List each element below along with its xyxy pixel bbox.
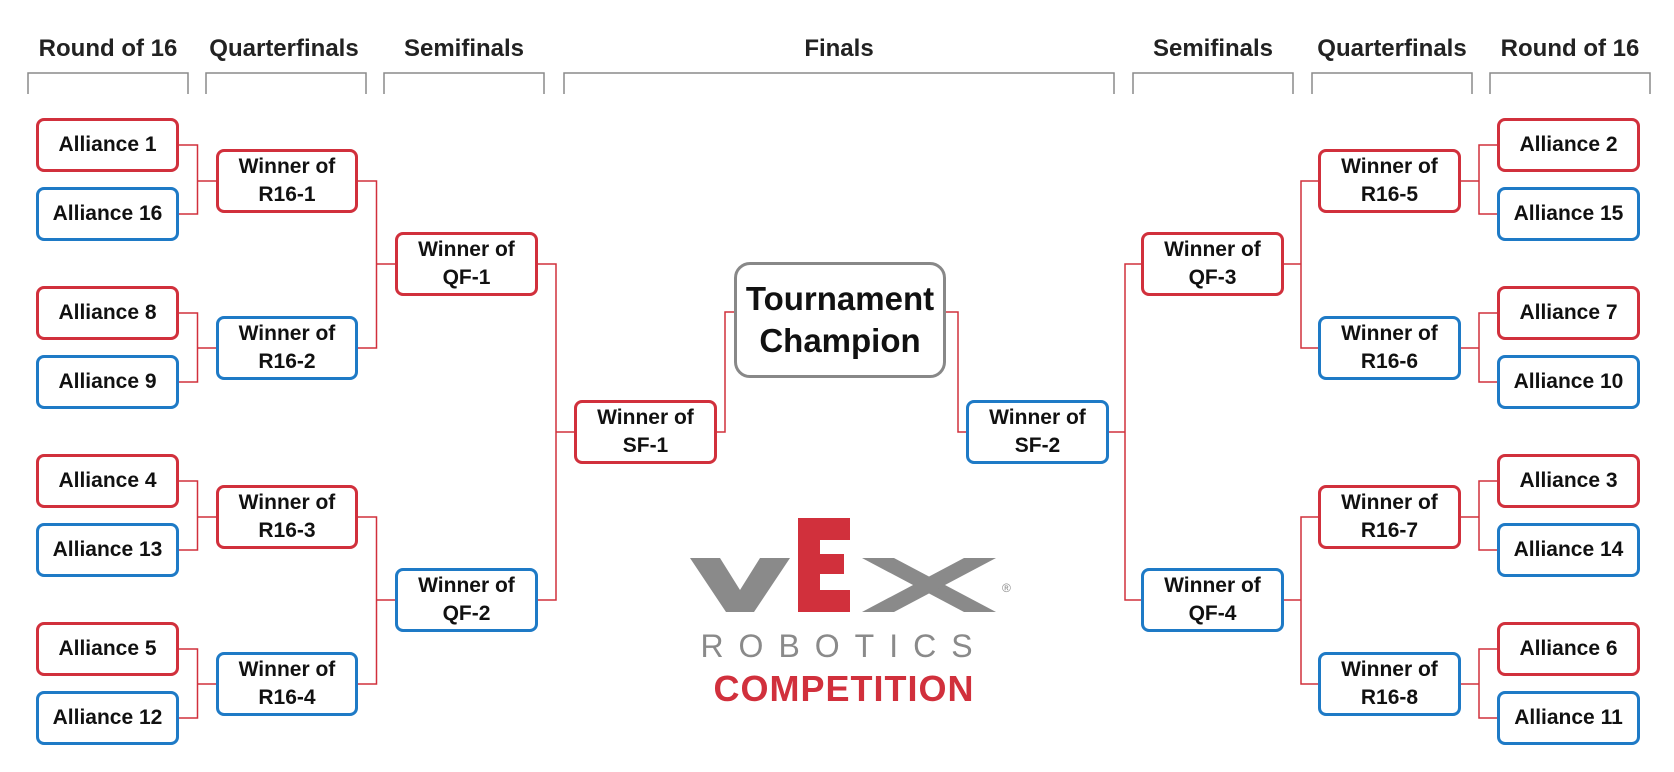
connector-r16-left-3-children [179, 480, 199, 551]
sf-left-slot-2[interactable]: Winner of QF-2 [395, 568, 538, 632]
logo-competition-text: COMPETITION [713, 668, 975, 709]
r16-right-slot-4[interactable]: Alliance 10 [1497, 355, 1640, 409]
header-bracket-3 [383, 72, 545, 94]
connector-sf-left-children [538, 263, 557, 601]
r16-left-slot-8[interactable]: Alliance 12 [36, 691, 179, 745]
header-bracket-5 [1132, 72, 1294, 94]
sf-right-slot-1[interactable]: Winner of QF-3 [1141, 232, 1284, 296]
header-quarterfinals-left: Quarterfinals [209, 35, 359, 62]
r16-right-slot-3[interactable]: Alliance 7 [1497, 286, 1640, 340]
qf-left-slot-2[interactable]: Winner of R16-2 [216, 316, 358, 380]
connector-r16-right-2-children [1478, 312, 1497, 383]
connector-r16-right-1-children [1478, 144, 1497, 215]
r16-left-slot-7[interactable]: Alliance 5 [36, 622, 179, 676]
qf-right-slot-4[interactable]: Winner of R16-8 [1318, 652, 1461, 716]
connector-r16-right-4-children [1478, 648, 1497, 719]
r16-left-slot-1[interactable]: Alliance 1 [36, 118, 179, 172]
r16-right-slot-2[interactable]: Alliance 15 [1497, 187, 1640, 241]
logo-registered-mark: ® [1002, 581, 1011, 595]
header-bracket-1 [27, 72, 189, 94]
connector-qf-left-2-children [358, 516, 378, 685]
r16-left-slot-4[interactable]: Alliance 9 [36, 355, 179, 409]
header-semifinals-left: Semifinals [403, 35, 525, 62]
connector-qf-right-1-children [1300, 180, 1318, 349]
vex-robotics-competition-logo: ® ROBOTICS COMPETITION [676, 500, 1012, 730]
final-left-slot[interactable]: Winner of SF-1 [574, 400, 717, 464]
r16-right-slot-8[interactable]: Alliance 11 [1497, 691, 1640, 745]
r16-right-slot-6[interactable]: Alliance 14 [1497, 523, 1640, 577]
connector-final-left-to-champion [717, 311, 734, 433]
connector-r16-right-3-children [1478, 480, 1497, 551]
connector-r16-left-2-children [179, 312, 199, 383]
header-round-of-16-left: Round of 16 [38, 35, 178, 62]
r16-right-slot-5[interactable]: Alliance 3 [1497, 454, 1640, 508]
header-bracket-2 [205, 72, 367, 94]
qf-left-slot-3[interactable]: Winner of R16-3 [216, 485, 358, 549]
connector-r16-left-1-children [179, 144, 199, 215]
connector-r16-left-4-children [179, 648, 199, 719]
logo-letter-v [690, 558, 790, 612]
r16-left-slot-6[interactable]: Alliance 13 [36, 523, 179, 577]
r16-left-slot-2[interactable]: Alliance 16 [36, 187, 179, 241]
connector-final-right-to-champion [946, 311, 966, 433]
header-semifinals-right: Semifinals [1152, 35, 1274, 62]
header-bracket-7 [1489, 72, 1651, 94]
vex-logo-mark: ® [690, 518, 1011, 612]
connector-sf-right-children [1124, 263, 1141, 601]
logo-robotics-text: ROBOTICS [700, 628, 988, 664]
r16-right-slot-1[interactable]: Alliance 2 [1497, 118, 1640, 172]
final-right-slot[interactable]: Winner of SF-2 [966, 400, 1109, 464]
connector-qf-left-1-children [358, 180, 378, 349]
header-bracket-4 [563, 72, 1115, 94]
r16-left-slot-5[interactable]: Alliance 4 [36, 454, 179, 508]
header-round-of-16-right: Round of 16 [1500, 35, 1640, 62]
qf-right-slot-2[interactable]: Winner of R16-6 [1318, 316, 1461, 380]
sf-right-slot-2[interactable]: Winner of QF-4 [1141, 568, 1284, 632]
connector-qf-right-2-children [1300, 516, 1318, 685]
qf-right-slot-3[interactable]: Winner of R16-7 [1318, 485, 1461, 549]
qf-left-slot-1[interactable]: Winner of R16-1 [216, 149, 358, 213]
header-bracket-6 [1311, 72, 1473, 94]
r16-right-slot-7[interactable]: Alliance 6 [1497, 622, 1640, 676]
qf-left-slot-4[interactable]: Winner of R16-4 [216, 652, 358, 716]
header-finals: Finals [804, 35, 874, 62]
logo-letter-x [862, 558, 996, 612]
tournament-champion[interactable]: Tournament Champion [734, 262, 946, 378]
header-quarterfinals-right: Quarterfinals [1317, 35, 1467, 62]
r16-left-slot-3[interactable]: Alliance 8 [36, 286, 179, 340]
qf-right-slot-1[interactable]: Winner of R16-5 [1318, 149, 1461, 213]
sf-left-slot-1[interactable]: Winner of QF-1 [395, 232, 538, 296]
logo-letter-e [798, 518, 850, 612]
